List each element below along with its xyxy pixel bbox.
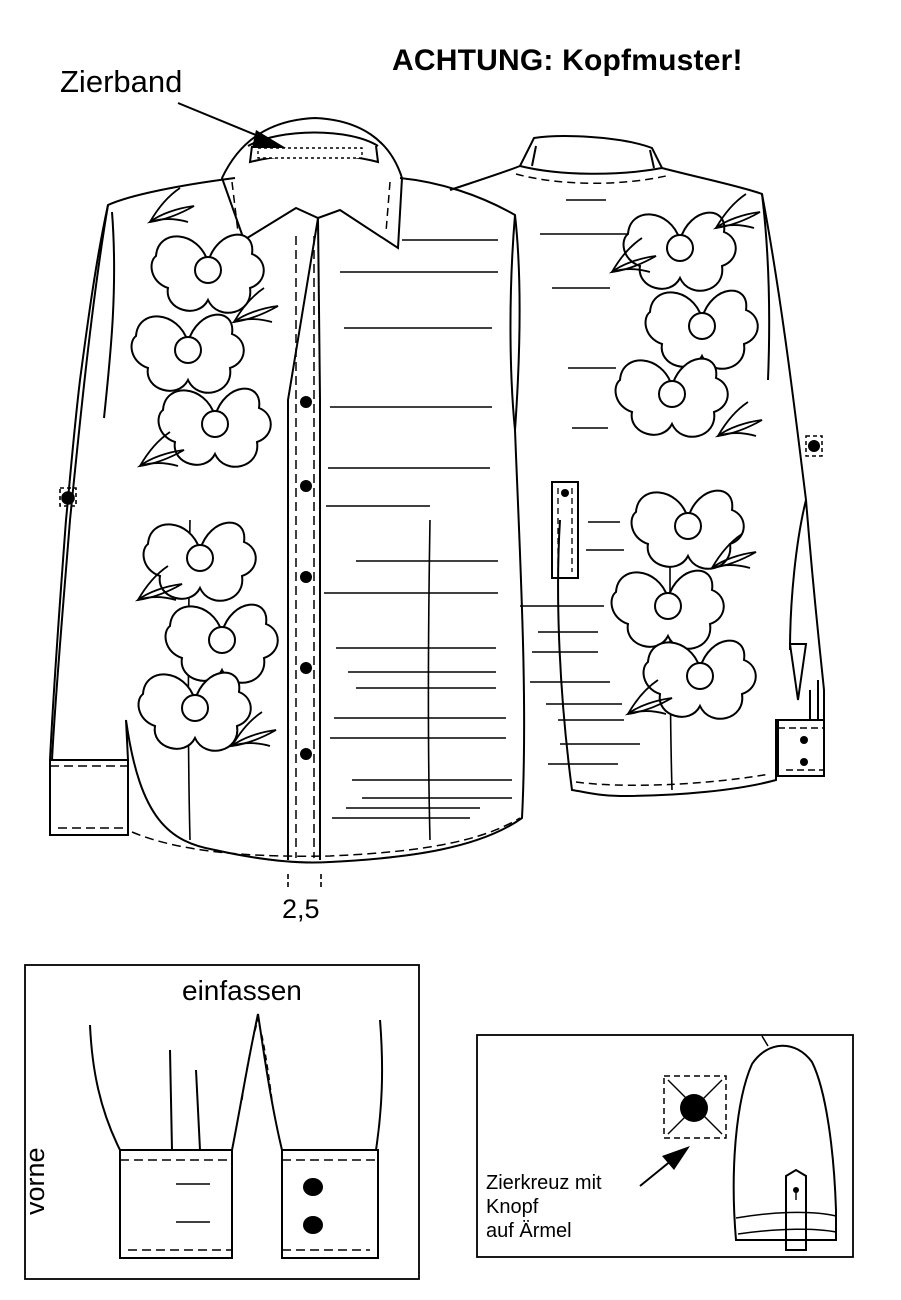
zierkreuz-note: Zierkreuz mit Knopf auf Ärmel [486,1171,656,1243]
shirt-front-view [49,116,526,864]
placket-measure [287,874,322,890]
zierband-label: Zierband [60,64,183,99]
zierkreuz-note-line-1: Zierkreuz mit [486,1172,602,1194]
zierband-band [257,147,363,159]
page-title: ACHTUNG: Kopfmuster! [392,44,743,77]
einfassen-label: einfassen [182,975,302,1006]
collar [220,116,404,250]
front-body-outline [50,177,526,864]
shirt-back-view [449,135,825,798]
zierkreuz-note-line-3: auf Ärmel [486,1220,572,1242]
vorne-label: vorne [20,1147,50,1215]
zierband-arrow [177,102,286,148]
zierkreuz-note-line-2: Knopf [486,1196,539,1218]
back-body-outline [449,135,825,798]
zierkreuz-panel [476,1034,854,1258]
placket-width-label: 2,5 [282,894,320,924]
cuff-detail-panel [24,964,420,1280]
